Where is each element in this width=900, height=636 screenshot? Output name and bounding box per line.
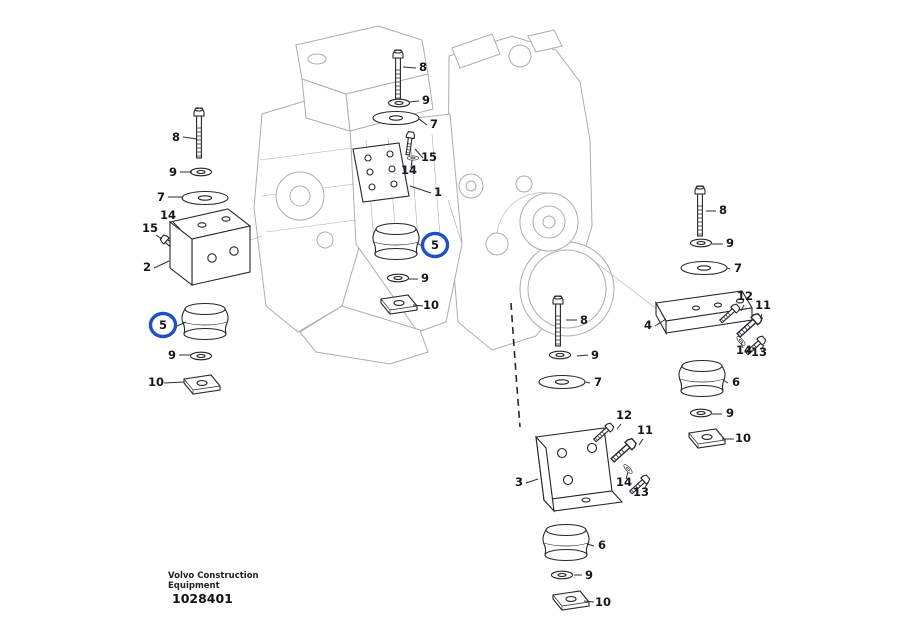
callout: 11 [637,423,653,446]
callout: 9 [169,165,192,179]
callout: 10 [722,431,751,445]
callout-label: 9 [726,236,734,250]
callout: 8 [172,130,198,144]
callout: 9 [712,236,734,250]
callout: 3 [515,475,539,489]
callout: 7 [726,261,742,275]
callout: 9 [576,348,599,362]
callout: 15 [142,221,163,240]
callout: 14 [160,208,181,230]
callout-label: 10 [148,375,164,389]
callout: 7 [418,117,438,131]
callout: 9 [712,406,734,420]
callout: 8 [706,203,727,217]
callout-label: 7 [594,375,602,389]
callout-label: 15 [421,150,437,164]
callout-label: 11 [637,423,653,437]
callout: 6 [586,538,606,552]
callout: 6 [722,375,740,389]
callout-label-highlighted: 5 [431,238,439,252]
callout: 14 [616,471,632,489]
callout: 5 [159,318,187,332]
callout-label: 9 [726,406,734,420]
callout-label: 7 [734,261,742,275]
callout: 9 [574,568,593,582]
callout: 8 [566,313,588,327]
callout-label: 8 [719,203,727,217]
mount-assembly-left [158,107,252,395]
part-engine-bracket-1 [352,142,410,203]
mount-assembly-right [655,185,768,449]
callout-label: 14 [616,475,632,489]
callout-label: 3 [515,475,523,489]
callout: 12 [737,289,753,312]
hardware-parts [158,49,768,611]
highlight-circle-part5-left [148,311,178,339]
callout: 13 [751,344,767,359]
callout-label: 2 [143,260,151,274]
callout: 14 [736,342,752,357]
callout: 15 [414,148,437,164]
callout: 1 [409,185,442,199]
callout: 11 [755,298,771,320]
callout-label: 14 [401,163,417,177]
callout-label: 1 [434,185,442,199]
brand-name-line2: Equipment [168,581,220,591]
callout-label: 15 [142,221,158,235]
callout-label: 7 [157,190,165,204]
engine-illustration [249,25,659,365]
callout: 8 [402,60,427,74]
callout: 10 [148,375,185,389]
callout: 4 [644,318,667,332]
callout-label: 6 [598,538,606,552]
callout-label: 14 [160,208,176,222]
callout: 10 [583,595,611,609]
callout: 7 [157,190,183,204]
callout-label: 11 [755,298,771,312]
callout-label: 8 [172,130,180,144]
title-block: Volvo Construction Equipment 1028401 [168,571,259,606]
mount-assembly-bottom [535,295,652,611]
callout: 9 [168,348,191,362]
callout-label: 4 [644,318,652,332]
callout: 10 [412,298,439,312]
callout-label: 12 [737,289,753,303]
callout: 7 [584,375,602,389]
callout-label: 10 [423,298,439,312]
brand-name-line1: Volvo Construction [168,571,259,581]
callout-label: 13 [751,345,767,359]
callout-label: 9 [585,568,593,582]
mount-assembly-center [352,49,420,315]
drawing-number: 1028401 [172,591,233,606]
callout-label: 7 [430,117,438,131]
callout: 13 [633,482,649,499]
callout: 9 [408,271,429,285]
callout: 9 [408,93,430,107]
callout-label: 8 [580,313,588,327]
dashed-reference-line [510,302,521,428]
part-engine-bracket-3 [535,427,624,513]
callout-label: 9 [422,93,430,107]
callout-label: 10 [735,431,751,445]
callout-label: 8 [419,60,427,74]
callout-label: 14 [736,343,752,357]
callout: 2 [143,260,170,274]
callout-label: 12 [616,408,632,422]
callout-label: 9 [591,348,599,362]
callout-label: 9 [168,348,176,362]
callout: 12 [616,408,632,430]
part-engine-bracket-2 [168,208,252,287]
callout-label: 13 [633,485,649,499]
callout-label-highlighted: 5 [159,318,167,332]
callout-label: 9 [421,271,429,285]
highlight-circle-part5-center [420,231,450,259]
highlight-circles [148,231,450,339]
callouts: 8 9 7 14 15 2 5 9 10 8 9 7 15 14 1 5 9 1… [142,60,771,609]
callout-label: 10 [595,595,611,609]
callout-label: 9 [169,165,177,179]
callout: 14 [401,159,417,177]
callout-label: 6 [732,375,740,389]
